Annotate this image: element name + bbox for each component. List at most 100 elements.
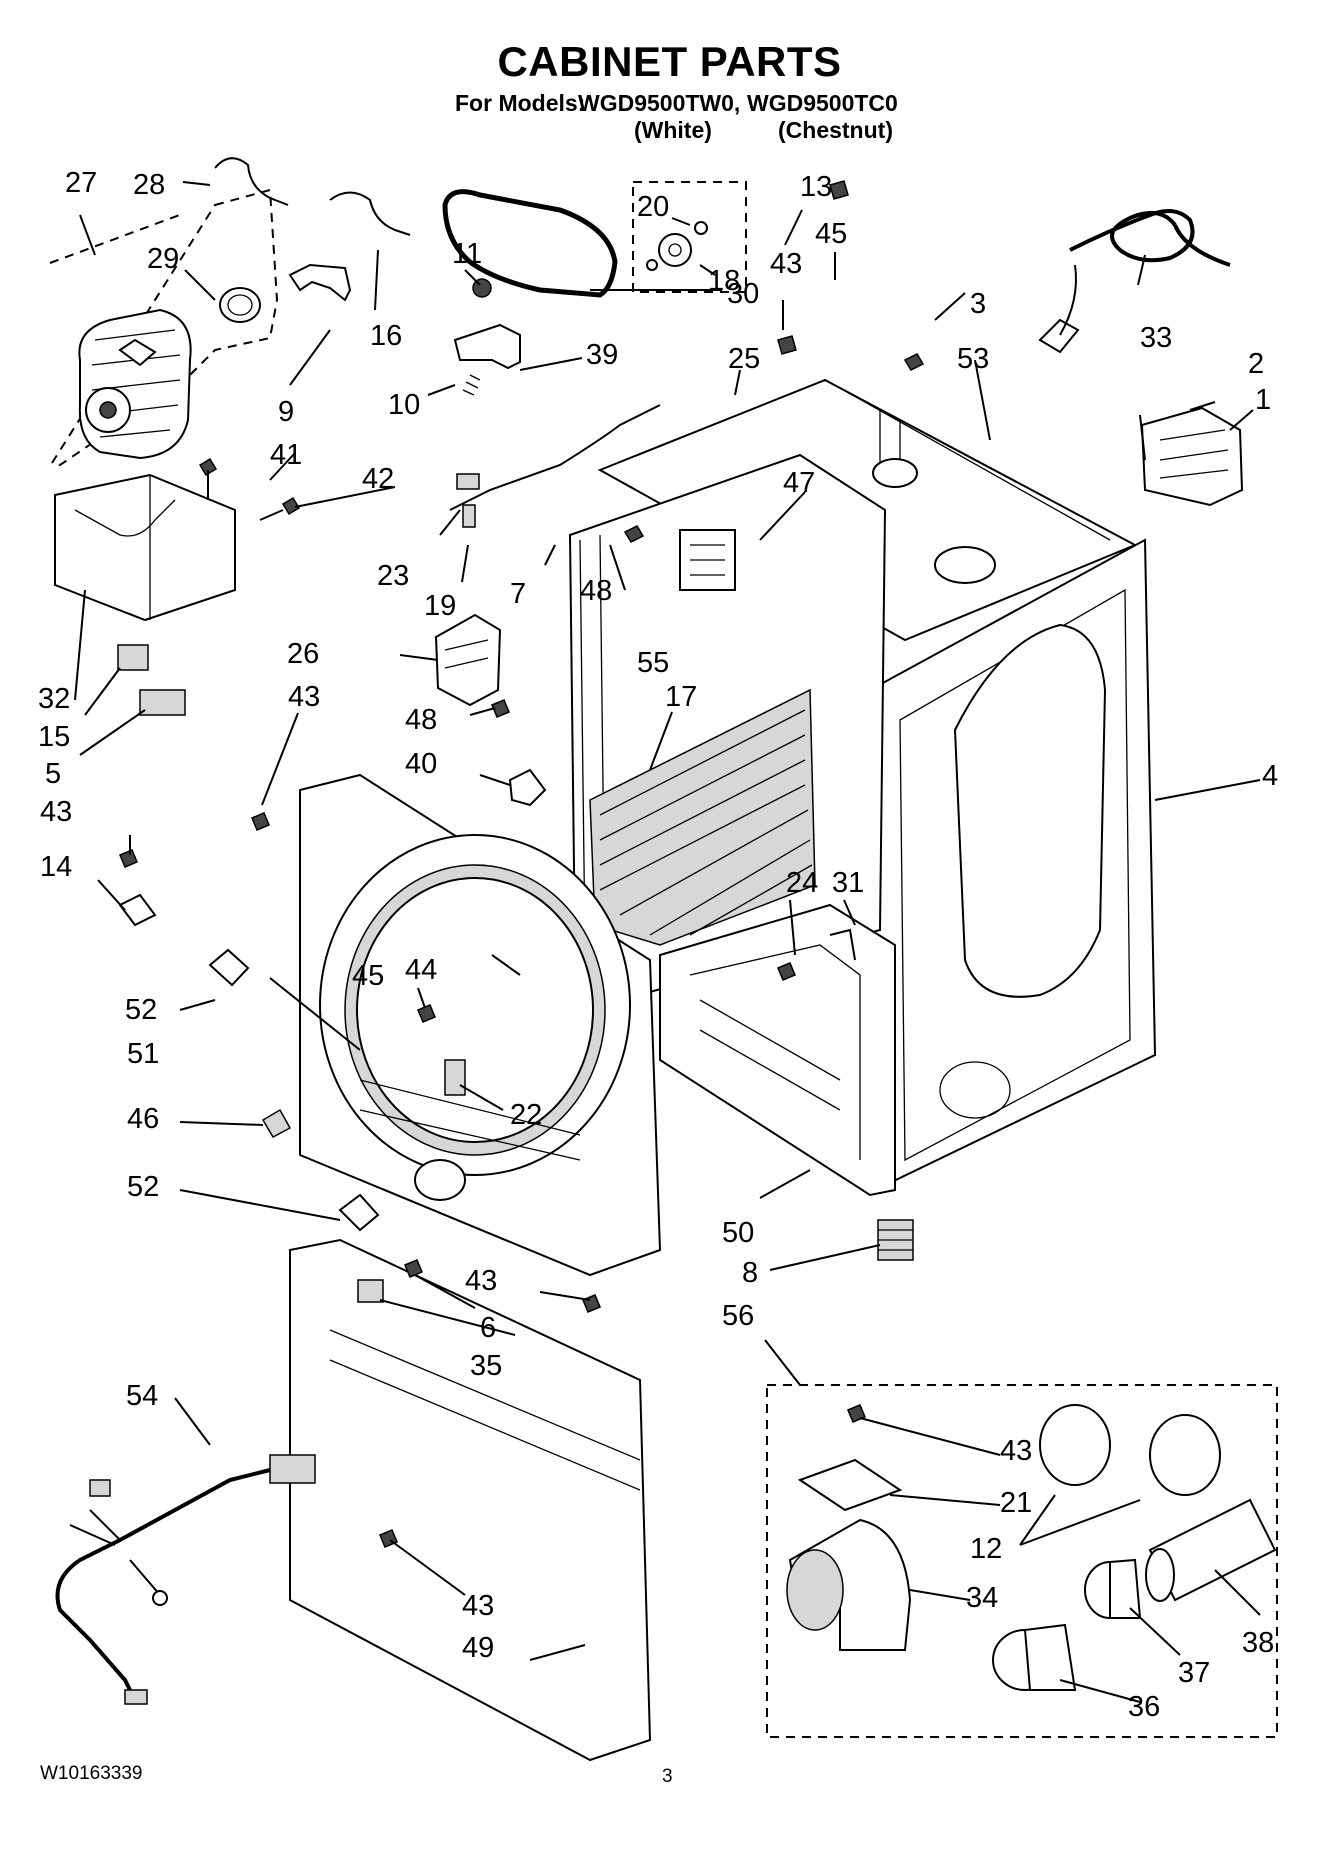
callout-43-mid: 43	[288, 681, 320, 713]
callout-48-housing: 48	[405, 704, 437, 736]
thermostat-47	[679, 529, 736, 591]
callout-56: 56	[722, 1300, 754, 1332]
idler-pulley-assembly	[453, 278, 521, 396]
callout-11: 11	[452, 238, 482, 270]
screw-3	[903, 353, 925, 371]
screw-45-top	[829, 180, 849, 200]
callout-43-vent: 43	[1000, 1435, 1032, 1467]
callout-25: 25	[728, 343, 760, 375]
callout-44: 44	[405, 954, 437, 986]
coupler-37	[1084, 1558, 1142, 1619]
callout-43-top: 43	[770, 248, 802, 280]
callout-47: 47	[783, 467, 815, 499]
callout-28: 28	[133, 169, 165, 201]
model-color-white: (White)	[634, 117, 712, 143]
callout-3: 3	[970, 288, 986, 320]
cover-plate-21	[797, 1458, 903, 1512]
clip-52-bottom	[338, 1193, 380, 1232]
screw-48-housing	[491, 699, 510, 718]
front-panel-51	[299, 773, 662, 1277]
callout-24: 24	[786, 867, 818, 899]
callout-33: 33	[1140, 322, 1172, 354]
idler-pulley	[646, 221, 708, 271]
callout-29: 29	[147, 243, 179, 275]
callout-52-top: 52	[125, 994, 157, 1026]
connector-19	[462, 504, 476, 528]
callout-14: 14	[40, 851, 72, 883]
callout-40: 40	[405, 748, 437, 780]
clip-46	[261, 1108, 292, 1138]
bracket-40	[508, 768, 547, 807]
screw-43-left	[119, 849, 138, 868]
callout-10: 10	[388, 389, 420, 421]
screw-45-front	[417, 1004, 436, 1023]
callout-6: 6	[480, 1312, 496, 1344]
callout-23: 23	[377, 560, 409, 592]
page-title: CABINET PARTS	[497, 38, 842, 85]
callout-18: 18	[708, 265, 740, 297]
idler-group-outline	[632, 181, 747, 293]
callout-35: 35	[470, 1350, 502, 1382]
toe-panel-49	[289, 1238, 652, 1762]
model-number-chestnut: WGD9500TC0	[747, 90, 898, 116]
motor-clamp	[219, 287, 261, 323]
callout-7: 7	[510, 578, 526, 610]
callout-41: 41	[270, 439, 302, 471]
control-housing-26	[434, 613, 502, 707]
callout-2: 2	[1248, 348, 1264, 380]
page-number: 3	[662, 1766, 673, 1787]
switch-22	[444, 1059, 466, 1096]
motor-switch-15	[117, 644, 149, 671]
drive-motor	[78, 308, 192, 460]
screw-42	[259, 496, 301, 521]
drive-belt	[442, 189, 618, 298]
wire-harness-23	[449, 404, 661, 511]
motor-wire-28	[214, 157, 289, 206]
power-cord	[1038, 209, 1231, 354]
callout-9: 9	[278, 396, 294, 428]
callout-22: 22	[510, 1099, 542, 1131]
base-50	[659, 903, 896, 1197]
connector-23	[456, 473, 480, 490]
callout-43-right: 43	[465, 1265, 497, 1297]
clip-14	[118, 893, 157, 927]
callout-46: 46	[127, 1103, 159, 1135]
callout-42: 42	[362, 463, 394, 495]
callout-16: 16	[370, 320, 402, 352]
models-prefix: For Models:	[455, 90, 586, 116]
callout-30: 30	[727, 278, 759, 310]
callout-45-front: 45	[352, 960, 384, 992]
callout-17: 17	[665, 681, 697, 713]
motor-mount-strap	[288, 263, 352, 302]
callout-1: 1	[1255, 384, 1271, 416]
callout-43-bottom: 43	[462, 1590, 494, 1622]
cabinet-side-panel	[868, 538, 1157, 1192]
motor-switch-5	[139, 689, 186, 716]
callout-38: 38	[1242, 1627, 1274, 1659]
callout-19: 19	[424, 590, 456, 622]
callout-26: 26	[287, 638, 319, 670]
callout-55: 55	[637, 647, 669, 679]
screw-41	[198, 457, 218, 500]
elbow-34	[786, 1518, 912, 1651]
screw-48-rear	[623, 525, 645, 543]
leader-lines	[74, 181, 1261, 1703]
callout-54: 54	[126, 1380, 158, 1412]
callout-27: 27	[65, 167, 97, 199]
callout-51: 51	[127, 1038, 159, 1070]
screw-6	[404, 1259, 423, 1278]
callout-numbers: 27 28 29 9 16 11 10 39 30 20 18 13 43 45…	[38, 167, 1278, 1723]
screw-24	[777, 962, 796, 981]
motor-group-outline	[49, 188, 279, 467]
leveling-leg-8	[877, 1219, 914, 1261]
terminal-block	[1140, 406, 1244, 507]
callout-53: 53	[957, 343, 989, 375]
wire-31	[829, 928, 856, 961]
main-wire-harness-54	[55, 1454, 316, 1705]
callout-37: 37	[1178, 1657, 1210, 1689]
callout-8: 8	[742, 1257, 758, 1289]
callout-21: 21	[1000, 1487, 1032, 1519]
callout-45-top: 45	[815, 218, 847, 250]
callout-12: 12	[970, 1533, 1002, 1565]
